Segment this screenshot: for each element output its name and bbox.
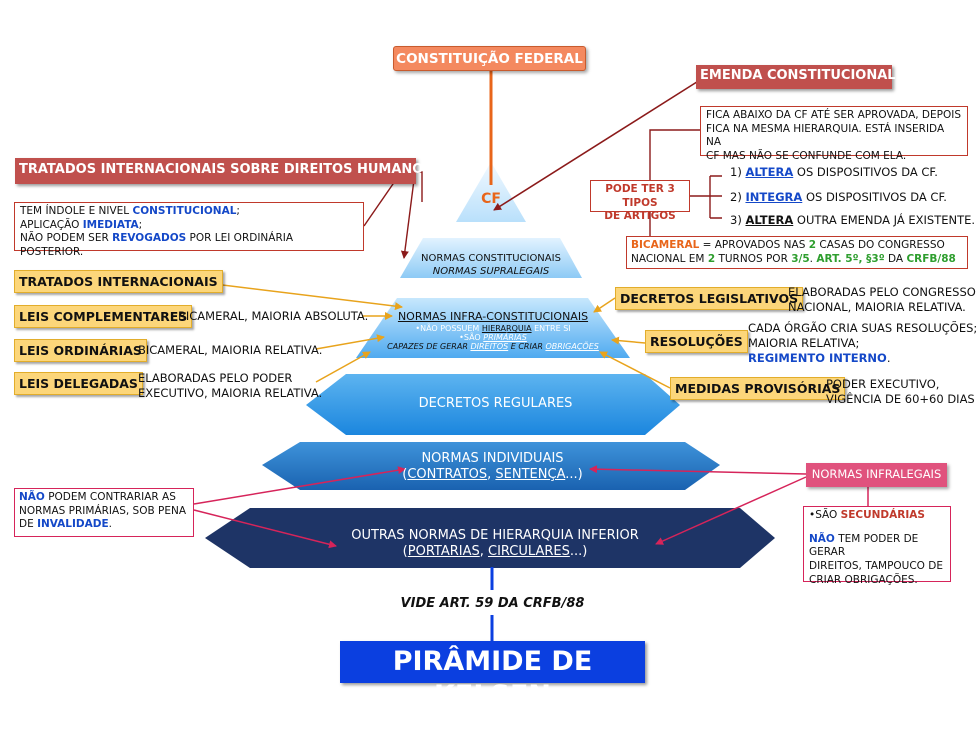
normas-infralegais-header: NORMAS INFRALEGAIS — [806, 463, 947, 487]
level5-line2: (CONTRATOS, SENTENÇA...) — [402, 467, 583, 483]
resolucoes-desc: CADA ÓRGÃO CRIA SUAS RESOLUÇÕES; MAIORIA… — [748, 321, 977, 366]
bicameral-line2: NACIONAL EM 2 TURNOS POR 3/5. ART. 5º, §… — [631, 252, 956, 265]
level3-bullet2: •SÃO PRIMÁRIAS — [459, 332, 527, 342]
normas-infralegais-box: •SÃO SECUNDÁRIAS NÃO TEM PODER DE GERAR … — [803, 506, 951, 586]
leis-ordinarias-text: LEIS ORDINÁRIAS — [19, 343, 142, 358]
bicameral-box: BICAMERAL = APROVADOS NAS 2 CASAS DO CON… — [626, 236, 968, 269]
leis-complementares-text: LEIS COMPLEMENTARES — [19, 309, 188, 324]
tratados-dh-box: TEM ÍNDOLE E NIVEL CONSTITUCIONAL; APLIC… — [14, 202, 364, 258]
emenda-box: FICA ABAIXO DA CF ATÉ SER APROVADA, DEPO… — [700, 106, 968, 162]
contrariar-line3: DE INVALIDADE. — [19, 518, 112, 531]
resolucoes-desc-line1: CADA ÓRGÃO CRIA SUAS RESOLUÇÕES; — [748, 321, 978, 335]
emenda-line3: CF MAS NÃO SE CONFUNDE COM ELA. — [706, 149, 907, 162]
emenda-header-text: EMENDA CONSTITUCIONAL — [700, 68, 896, 83]
leis-delegadas-desc-line1: ELABORADAS PELO PODER — [138, 371, 293, 385]
level3-title: NORMAS INFRA-CONSTITUCIONAIS — [397, 310, 589, 323]
infralegais-line4: CRIAR OBRIGAÇÕES. — [809, 573, 918, 586]
main-title: PIRÂMIDE DE KELSEN — [340, 641, 645, 711]
medidas-provisorias-desc-line1: PODER EXECUTIVO, — [826, 377, 940, 391]
tratados-dh-line2: APLICAÇÃO IMEDIATA; — [20, 218, 143, 231]
tratados-dh-line1: TEM ÍNDOLE E NIVEL CONSTITUCIONAL; — [20, 205, 240, 217]
contrariar-box: NÃO PODEM CONTRARIAR AS NORMAS PRIMÁRIAS… — [14, 488, 194, 537]
leis-complementares-label: LEIS COMPLEMENTARES — [14, 305, 193, 328]
leis-ordinarias-label: LEIS ORDINÁRIAS — [14, 339, 147, 362]
medidas-provisorias-label: MEDIDAS PROVISÓRIAS — [670, 377, 846, 400]
tratados-dh-header-text: TRATADOS INTERNACIONAIS SOBRE DIREITOS H… — [19, 162, 433, 177]
level6-text: OUTRAS NORMAS DE HIERARQUIA INFERIOR (PO… — [250, 528, 740, 561]
cf-text: CF — [481, 191, 501, 207]
level6-line2: (PORTARIAS, CIRCULARES...) — [402, 544, 588, 560]
resolucoes-desc-line3: REGIMENTO INTERNO. — [748, 350, 891, 365]
decretos-legislativos-desc-line2: NACIONAL, MAIORIA RELATIVA. — [788, 299, 966, 314]
level2-text: NORMAS CONSTITUCIONAIS NORMAS SUPRALEGAI… — [400, 253, 582, 278]
contrariar-line2: NORMAS PRIMÁRIAS, SOB PENA — [19, 504, 187, 517]
infralegais-line2: NÃO TEM PODER DE GERAR — [809, 532, 919, 559]
tratados-dh-line3: NÃO PODEM SER REVOGADOS POR LEI ORDINÁRI… — [20, 232, 294, 258]
tipos-artigos-box: PODE TER 3 TIPOS DE ARTIGOS — [590, 180, 690, 222]
level3-text: NORMAS INFRA-CONSTITUCIONAIS •NÃO POSSUE… — [360, 310, 626, 351]
medidas-provisorias-desc: PODER EXECUTIVO, VIGÊNCIA DE 60+60 DIAS — [826, 377, 975, 407]
tratados-internacionais-label: TRATADOS INTERNACIONAIS — [14, 270, 223, 293]
decretos-legislativos-desc: ELABORADAS PELO CONGRESSO NACIONAL, MAIO… — [788, 285, 976, 315]
leis-delegadas-desc-line2: EXECUTIVO, MAIORIA RELATIVA. — [138, 385, 323, 400]
level5-line1: NORMAS INDIVIDUAIS — [421, 451, 564, 466]
bicameral-line1: BICAMERAL = APROVADOS NAS 2 CASAS DO CON… — [631, 239, 945, 251]
tratados-dh-header: TRATADOS INTERNACIONAIS SOBRE DIREITOS H… — [15, 158, 433, 184]
decretos-legislativos-label: DECRETOS LEGISLATIVOS — [615, 287, 804, 310]
medidas-provisorias-desc-line2: VIGÊNCIA DE 60+60 DIAS — [826, 391, 975, 406]
level3-bullet3: CAPAZES DE GERAR DIREITOS E CRIAR OBRIGA… — [387, 342, 599, 352]
leis-delegadas-text: LEIS DELEGADAS — [19, 376, 138, 391]
contrariar-line1: NÃO PODEM CONTRARIAR AS — [19, 491, 176, 503]
emenda-item-2: 2) INTEGRA OS DISPOSITIVOS DA CF. — [730, 190, 947, 204]
emenda-item-1: 1) ALTERA OS DISPOSITIVOS DA CF. — [730, 165, 938, 179]
normas-infralegais-text: NORMAS INFRALEGAIS — [811, 467, 942, 481]
leis-complementares-desc: BICAMERAL, MAIORIA ABSOLUTA. — [178, 309, 369, 323]
resolucoes-text: RESOLUÇÕES — [650, 334, 743, 349]
vide-text: VIDE ART. 59 DA CRFB/88 — [400, 596, 585, 611]
tratados-internacionais-text: TRATADOS INTERNACIONAIS — [19, 274, 218, 289]
main-title-text: PIRÂMIDE DE KELSEN — [392, 646, 593, 711]
tipos-artigos-line1: PODE TER 3 TIPOS — [605, 183, 675, 209]
constituicao-federal-text: CONSTITUIÇÃO FEDERAL — [396, 51, 583, 67]
level2-line1: NORMAS CONSTITUCIONAIS — [421, 253, 561, 264]
level5-text: NORMAS INDIVIDUAIS (CONTRATOS, SENTENÇA.… — [300, 451, 685, 484]
emenda-header: EMENDA CONSTITUCIONAL — [696, 65, 896, 89]
emenda-item-3: 3) ALTERA OUTRA EMENDA JÁ EXISTENTE. — [730, 213, 976, 227]
level2-line2: NORMAS SUPRALEGAIS — [432, 265, 550, 277]
level3-bullet1: •NÃO POSSUEM HIERARQUIA ENTRE SI — [415, 323, 571, 333]
constituicao-federal-label: CONSTITUIÇÃO FEDERAL — [393, 46, 586, 71]
level6-line1: OUTRAS NORMAS DE HIERARQUIA INFERIOR — [351, 528, 639, 543]
decretos-legislativos-desc-line1: ELABORADAS PELO CONGRESSO — [788, 285, 976, 299]
resolucoes-label: RESOLUÇÕES — [645, 330, 748, 353]
decretos-legislativos-text: DECRETOS LEGISLATIVOS — [620, 291, 799, 306]
level4-text: DECRETOS REGULARES — [418, 396, 573, 411]
tipos-artigos-line2: DE ARTIGOS — [604, 210, 676, 223]
infralegais-line3: DIREITOS, TAMPOUCO DE — [809, 559, 944, 572]
infralegais-line1: •SÃO SECUNDÁRIAS — [809, 509, 925, 521]
leis-delegadas-desc: ELABORADAS PELO PODER EXECUTIVO, MAIORIA… — [138, 371, 322, 401]
leis-ordinarias-desc: BICAMERAL, MAIORIA RELATIVA. — [138, 343, 323, 357]
emenda-line2: FICA NA MESMA HIERARQUIA. ESTÁ INSERIDA … — [706, 122, 945, 149]
medidas-provisorias-text: MEDIDAS PROVISÓRIAS — [675, 381, 841, 396]
leis-delegadas-label: LEIS DELEGADAS — [14, 372, 143, 395]
resolucoes-desc-line2: MAIORIA RELATIVA; — [748, 335, 860, 350]
emenda-line1: FICA ABAIXO DA CF ATÉ SER APROVADA, DEPO… — [706, 109, 962, 121]
